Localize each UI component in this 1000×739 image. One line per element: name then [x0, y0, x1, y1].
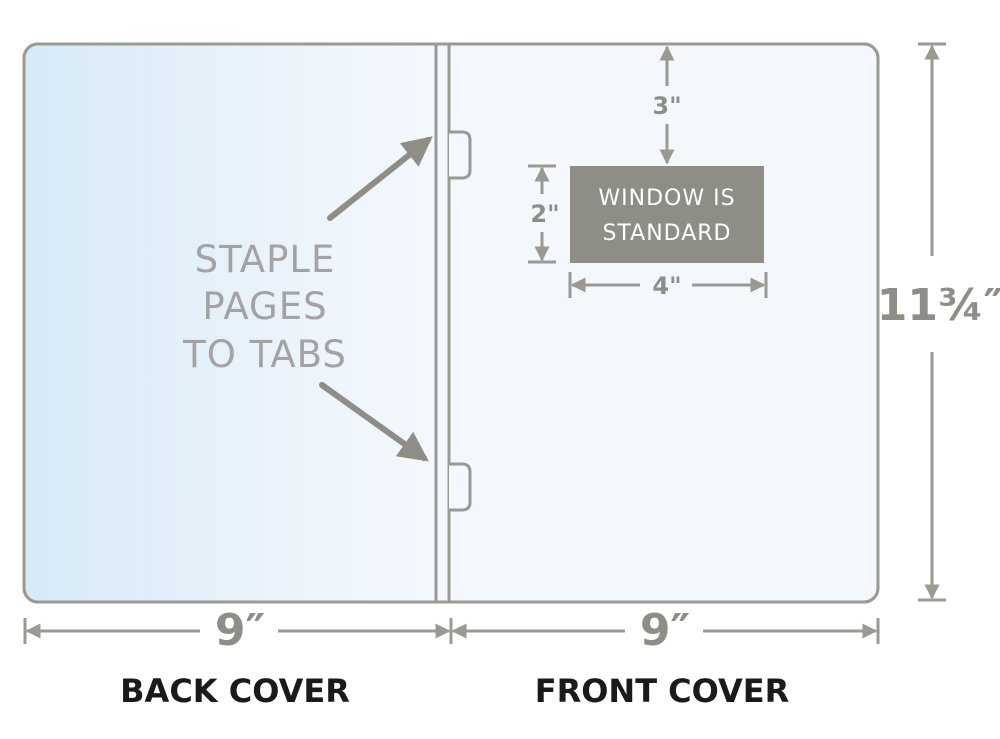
staple-line-1: STAPLE — [195, 238, 336, 281]
height-dimension: 11¾″ — [877, 42, 1000, 602]
window-text-line-1: WINDOW IS — [598, 186, 735, 211]
arrow-to-bottom-tab — [319, 382, 429, 462]
folder — [22, 42, 880, 604]
width-dimensions: 9″ 9″ — [23, 605, 880, 656]
window-top-dim-label: 3" — [652, 92, 681, 120]
front-width-dim-label: 9″ — [640, 605, 690, 656]
folder-outline — [22, 42, 880, 604]
window-box — [570, 166, 764, 263]
back-cover-panel — [24, 44, 436, 602]
staple-tab-top — [449, 130, 472, 180]
window-width-dim-label: 4" — [652, 272, 681, 300]
height-dim-label: 11¾″ — [877, 280, 1000, 331]
back-cover-label: BACK COVER — [120, 672, 350, 710]
back-width-dim-label: 9″ — [215, 605, 265, 656]
staple-instructions: STAPLE PAGES TO TABS — [182, 136, 433, 462]
staple-line-2: PAGES — [202, 285, 327, 328]
arrow-to-top-tab — [327, 136, 433, 221]
staple-tab-bottom — [449, 462, 472, 512]
staple-line-3: TO TABS — [182, 333, 347, 376]
window-text-line-2: STANDARD — [602, 221, 731, 246]
window-area: WINDOW IS STANDARD 3" 2" 4" — [528, 45, 768, 300]
front-cover-label: FRONT COVER — [535, 672, 790, 710]
window-height-dim-label: 2" — [530, 200, 559, 228]
